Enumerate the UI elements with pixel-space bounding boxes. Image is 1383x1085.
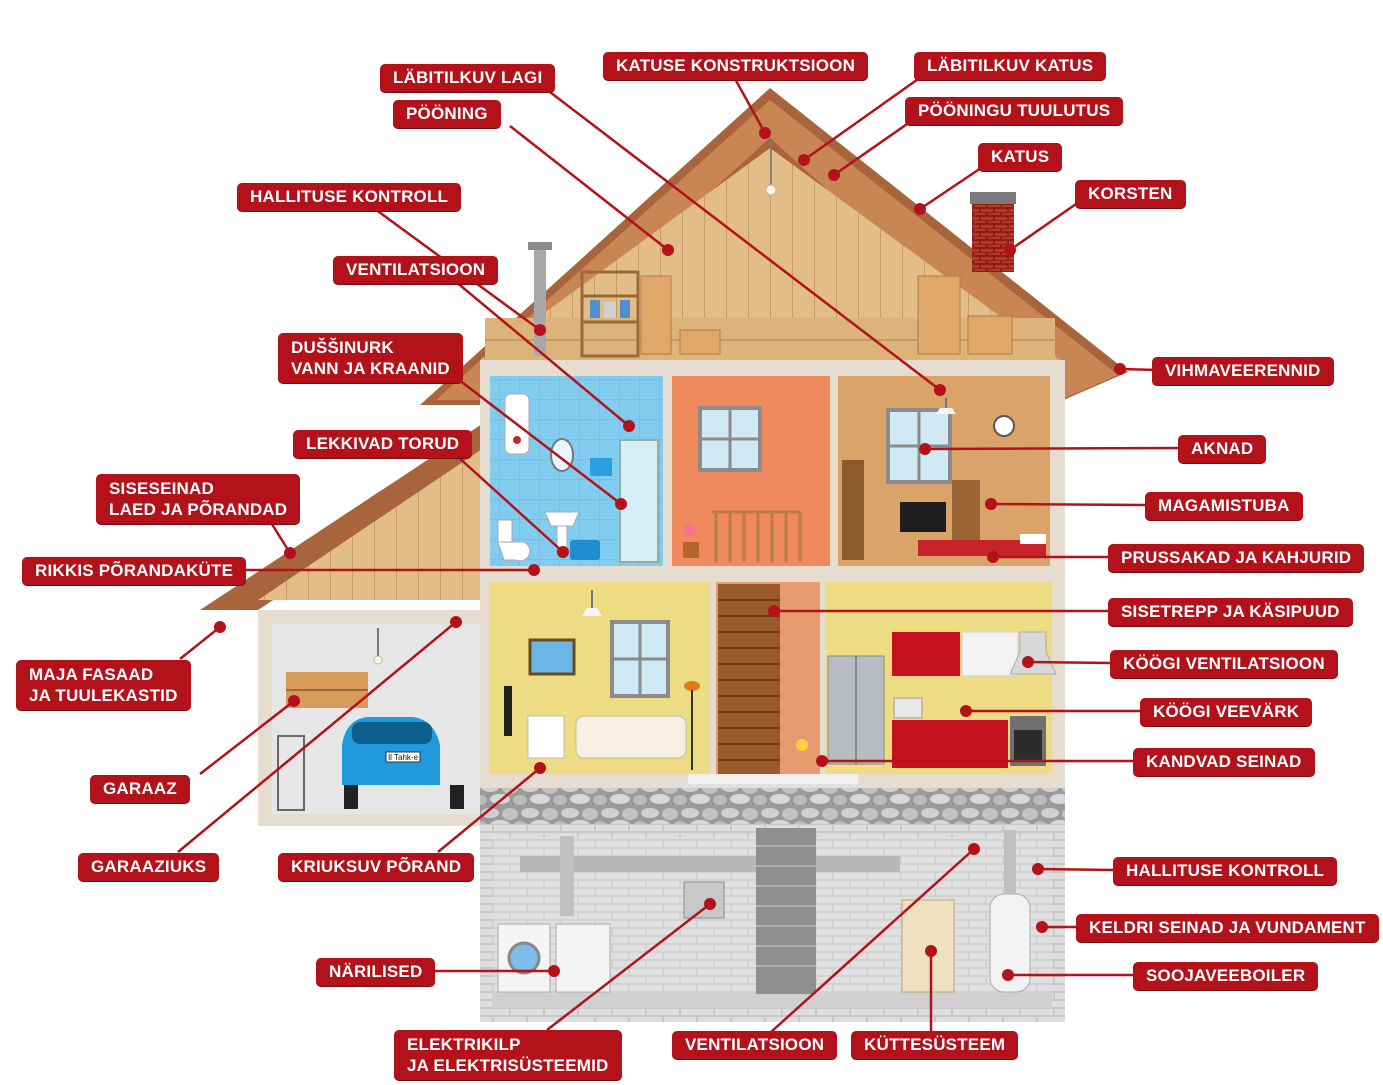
label-aknad: AKNAD xyxy=(1178,435,1267,463)
upper-hall xyxy=(672,376,830,566)
attic-storage xyxy=(580,138,1013,358)
garage-roof xyxy=(200,420,488,610)
basement xyxy=(480,824,1065,1022)
staircase xyxy=(716,582,820,774)
label-garaaziuks: GARAAZIUKS xyxy=(78,853,220,881)
label-prussakad: PRUSSAKAD JA KAHJURID xyxy=(1108,544,1365,572)
label-pooning: PÖÖNING xyxy=(393,100,501,128)
kitchen xyxy=(826,582,1057,774)
label-kriuksuv-porand: KRIUKSUV PÕRAND xyxy=(278,853,475,881)
label-korsten: KORSTEN xyxy=(1075,180,1186,208)
label-soojaveeboiler: SOOJAVEEBOILER xyxy=(1133,962,1319,990)
chimney xyxy=(970,192,1016,272)
main-roof xyxy=(420,88,1128,405)
label-magamistuba: MAGAMISTUBA xyxy=(1145,492,1303,520)
label-pooningu-tuulutus: PÖÖNINGU TUULUTUS xyxy=(905,97,1124,125)
label-labitilkuv-lagi: LÄBITILKUV LAGI xyxy=(380,64,556,92)
label-maja-fasaad: MAJA FASAAD JA TUULEKASTID xyxy=(16,660,191,710)
label-katus: KATUS xyxy=(978,143,1063,171)
label-sisetrepp: SISETREPP JA KÄSIPUUD xyxy=(1108,598,1353,626)
first-floor-slab xyxy=(480,566,1065,582)
car-plate-text: Il Tahk-e xyxy=(388,753,419,762)
label-hallituse-kontroll-basement: HALLITUSE KONTROLL xyxy=(1113,857,1338,885)
bedroom xyxy=(838,376,1050,566)
marker-dots xyxy=(214,127,1126,981)
label-labitilkuv-katus: LÄBITILKUV KATUS xyxy=(914,52,1107,80)
label-koogi-ventilatsioon: KÖÖGI VENTILATSIOON xyxy=(1110,650,1338,678)
garage: Il Tahk-e xyxy=(258,610,488,826)
label-dussinurk: DUŠŠINURK VANN JA KRAANID xyxy=(278,333,463,383)
label-kuttesusteem: KÜTTESÜSTEEM xyxy=(851,1031,1019,1059)
label-siseseinad: SISESEINAD LAED JA PÕRANDAD xyxy=(96,474,301,524)
label-kandvad-seinad: KANDVAD SEINAD xyxy=(1133,748,1315,776)
label-lekkivad-torud: LEKKIVAD TORUD xyxy=(293,430,473,458)
label-rikkis-porandakute: RIKKIS PÕRANDAKÜTE xyxy=(22,557,247,585)
foundation-stone-band xyxy=(480,788,1065,824)
label-hallituse-kontroll-attic: HALLITUSE KONTROLL xyxy=(237,183,462,211)
label-ventilatsioon-attic: VENTILATSIOON xyxy=(333,256,499,284)
label-elektrikilp: ELEKTRIKILP JA ELEKTRISÜSTEEMID xyxy=(394,1030,622,1080)
living-room xyxy=(490,582,710,774)
label-ventilatsioon-basement: VENTILATSIOON xyxy=(672,1031,838,1059)
label-narilised: NÄRILISED xyxy=(316,958,436,986)
leader-lines xyxy=(177,75,1183,1033)
label-vihmaveerennid: VIHMAVEERENNID xyxy=(1152,357,1334,385)
label-koogi-veevark: KÖÖGI VEEVÄRK xyxy=(1140,698,1313,726)
label-keldri-seinad: KELDRI SEINAD JA VUNDAMENT xyxy=(1076,914,1379,942)
label-katuse-konstruktsioon: KATUSE KONSTRUKTSIOON xyxy=(603,52,869,80)
label-garaaz: GARAAZ xyxy=(90,775,190,803)
